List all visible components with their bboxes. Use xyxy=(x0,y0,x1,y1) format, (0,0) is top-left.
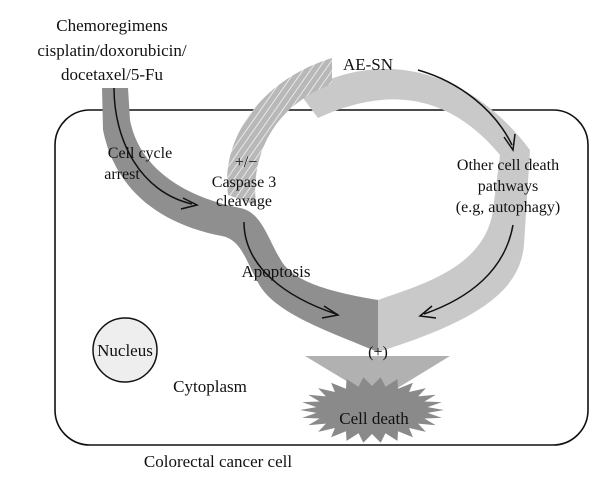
cytoplasm-label: Cytoplasm xyxy=(173,377,247,396)
drug-label-line1: Chemoregimens xyxy=(56,16,167,35)
cell-death-starburst xyxy=(300,377,444,443)
drug-label-line3: docetaxel/5-Fu xyxy=(61,65,163,84)
other-pathways-line1: Other cell death xyxy=(457,157,559,174)
apoptosis-arrow xyxy=(243,221,340,319)
cell-cycle-arrow xyxy=(113,87,200,210)
nucleus-label: Nucleus xyxy=(97,341,153,360)
apoptosis-label: Apoptosis xyxy=(242,262,311,281)
cell-cycle-line1: Cell cycle xyxy=(108,145,172,162)
merge-arrowhead xyxy=(305,356,450,400)
chemo-pathway-arrow xyxy=(102,88,378,352)
aesn-hatched-band xyxy=(226,58,332,205)
caspase-line2: cleavage xyxy=(216,193,272,210)
agent-label: AE-SN xyxy=(343,55,393,74)
drug-label-line2: cisplatin/doxorubicin/ xyxy=(37,41,186,60)
cell-death-label: Cell death xyxy=(339,409,409,428)
other-pathways-line2: pathways xyxy=(478,178,538,195)
other-pathway-arrow xyxy=(300,68,530,352)
cell-name-label: Colorectal cancer cell xyxy=(144,452,292,471)
caspase-line1: Caspase 3 xyxy=(212,174,276,191)
aesn-arrow xyxy=(417,69,516,153)
nucleus xyxy=(92,317,158,383)
plus-sign-label: (+) xyxy=(368,344,388,361)
cell-cycle-line2: arrest xyxy=(104,166,140,183)
plus-minus-label: +/− xyxy=(235,154,258,171)
autophagy-arrow xyxy=(418,224,514,319)
other-pathways-line3: (e.g, autophagy) xyxy=(456,199,560,216)
